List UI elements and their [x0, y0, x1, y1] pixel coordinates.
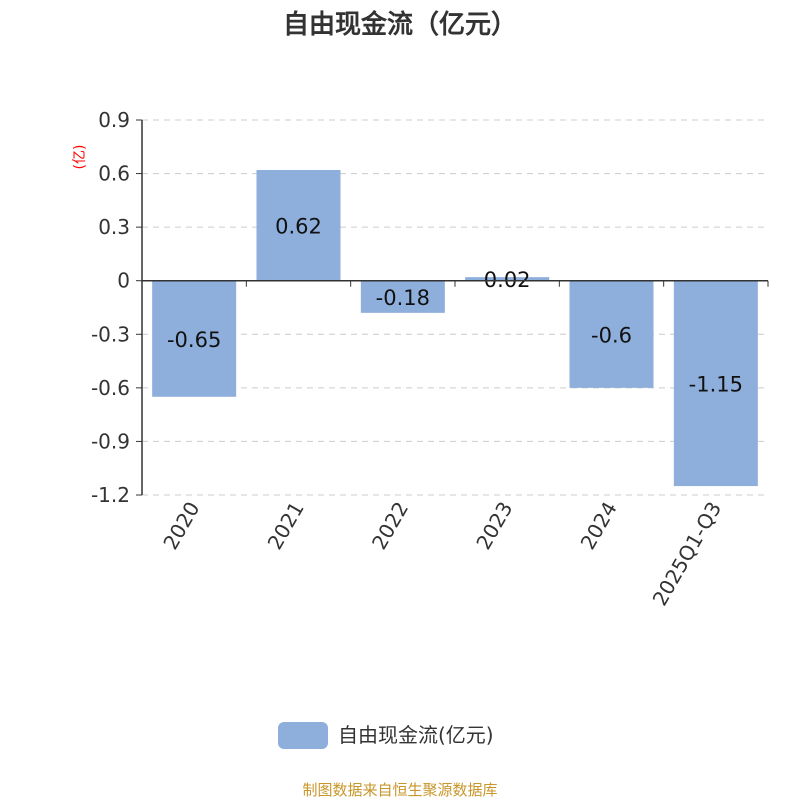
x-tick-label: 2022 [367, 498, 413, 554]
x-tick-label: 2025Q1-Q3 [647, 498, 726, 610]
chart-title: 自由现金流（亿元） [283, 9, 517, 40]
legend-label: 自由现金流(亿元) [338, 723, 494, 747]
y-tick-label: 0.9 [98, 108, 130, 132]
data-label: -0.6 [591, 323, 632, 347]
legend-swatch [278, 722, 328, 749]
x-tick-label: 2020 [158, 498, 204, 554]
bar-2025Q1-Q3 [673, 280, 758, 487]
y-tick-label: -0.9 [91, 429, 130, 453]
x-tick-label: 2023 [471, 498, 517, 554]
bar-2021 [256, 170, 341, 281]
y-tick-label: 0.3 [98, 215, 130, 239]
data-label: 0.62 [275, 214, 322, 238]
bar-2022 [360, 280, 445, 313]
x-tick-label: 2024 [576, 498, 622, 554]
data-label: -0.18 [376, 286, 430, 310]
data-label: 0.02 [484, 268, 531, 292]
legend: 自由现金流(亿元) [278, 722, 494, 749]
y-tick-label: -0.6 [91, 376, 130, 400]
y-axis-label: (亿) [72, 145, 88, 170]
y-tick-label: 0.6 [98, 162, 130, 186]
footer-source: 制图数据来自恒生聚源数据库 [302, 781, 497, 799]
bar-2020 [152, 280, 237, 397]
x-tick-label: 2021 [263, 498, 309, 554]
y-tick-label: -0.3 [91, 322, 130, 346]
data-label: -1.15 [689, 372, 743, 396]
y-tick-label: 0 [117, 269, 130, 293]
data-label: -0.65 [167, 328, 221, 352]
bar-2024 [569, 280, 654, 388]
y-tick-label: -1.2 [91, 483, 130, 507]
bar-2023 [465, 277, 550, 281]
